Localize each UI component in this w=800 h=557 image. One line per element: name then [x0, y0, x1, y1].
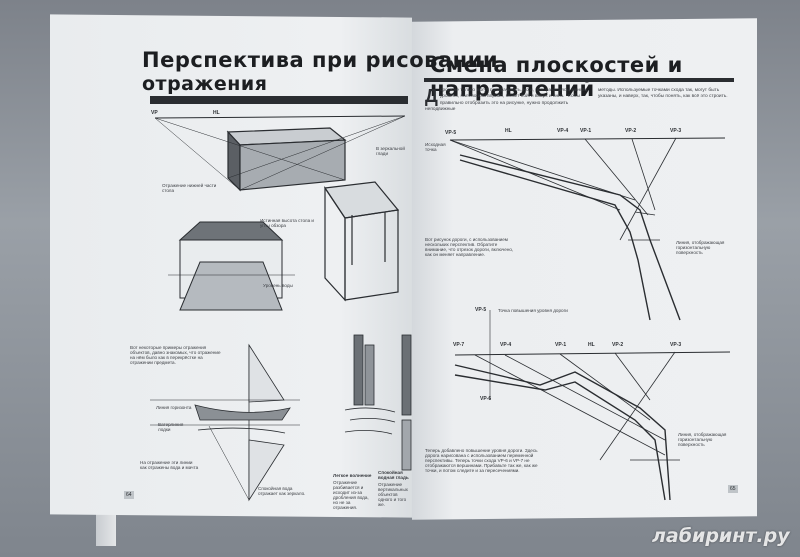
- vp4-label: VP-4: [557, 128, 569, 134]
- caption-note: Вот некоторые примеры отражения объектов…: [130, 345, 221, 365]
- posts-drawing: [344, 334, 412, 471]
- vp5-bottom-label: VP-5: [475, 307, 487, 313]
- visible-height-label: Истинная высота стола и углы обзора: [260, 218, 314, 228]
- choppy-title: Спокойная водная гладь: [378, 470, 409, 480]
- mid-caption: Вот рисунок дороги, с использованием нес…: [425, 237, 514, 257]
- vp3-label: VP-3: [670, 128, 682, 134]
- bottom-caption: Теперь добавлено повышение уровня дороги…: [425, 448, 538, 473]
- table-reflection: [168, 221, 295, 311]
- light-waves-title: Легкое волнение: [333, 473, 372, 478]
- vp2-label: VP-2: [625, 128, 637, 134]
- vp1-bottom-label: VP-1: [555, 342, 567, 348]
- right-title-band: [424, 78, 734, 82]
- hl-right-label: HL: [505, 128, 512, 134]
- right-intro-continued: методы. Используемые точками схода так, …: [598, 88, 728, 100]
- waterline-label: Ватерлиния лодки: [158, 422, 184, 432]
- horizontal-surface-label-2: Линия, отображающая горизонтальную повер…: [678, 432, 727, 447]
- road-diagram-top: [449, 137, 726, 321]
- site-watermark: лабиринт.ру: [652, 525, 790, 547]
- still-water-caption: Спокойная вода отражает как зеркало.: [258, 486, 306, 496]
- reflection-label: Отражение нижней части стола: [162, 183, 217, 193]
- sailboat-drawing: [150, 343, 300, 502]
- road-diagram-bottom: [454, 310, 731, 501]
- intro-text: ороги не только могут поворачивать, но и…: [425, 88, 588, 113]
- water-level-label: Уровень воды: [263, 283, 293, 288]
- light-waves-text: Отражение разбивается и исходит из-за др…: [333, 480, 369, 510]
- box-outline: [323, 181, 400, 302]
- vp3-bottom-label: VP-3: [670, 342, 682, 348]
- vp2-bottom-label: VP-2: [612, 342, 624, 348]
- horizontal-surface-label: Линия, отображающая горизонтальную повер…: [676, 240, 725, 255]
- vp-left-label: VP: [151, 110, 158, 116]
- left-title-band: [150, 96, 408, 104]
- road-point-label: Точка повышения уровня дороги: [498, 308, 568, 313]
- left-page-number: 64: [124, 491, 134, 499]
- box-illustration: [154, 115, 406, 192]
- right-intro-paragraph: Д ороги не только могут поворачивать, но…: [425, 86, 593, 114]
- waterline-caption: На отражение эти линии как отражены вода…: [140, 460, 199, 470]
- choppy-text: Отражение вертикальных объектов одного и…: [378, 482, 408, 507]
- horizon-label: Линия горизонта: [156, 405, 192, 410]
- vanishing-label: Исходная точка: [425, 142, 446, 152]
- water-label: В зеркальной глади: [376, 146, 405, 156]
- hl-left-label: HL: [213, 110, 220, 116]
- dropcap-letter: Д: [425, 86, 438, 106]
- vp1-label: VP-1: [580, 128, 592, 134]
- left-horizon-line: [154, 115, 406, 119]
- vp4-bottom-label: VP-4: [500, 342, 512, 348]
- vp5-label: VP-5: [445, 130, 457, 136]
- hl-bottom-label: HL: [588, 342, 595, 348]
- left-page-title-line2: отражения: [142, 73, 268, 95]
- right-page-number: 65: [728, 485, 738, 493]
- vp7-label: VP-7: [453, 342, 465, 348]
- vp6-label: VP-6: [480, 396, 492, 402]
- left-page-title-line1: Перспектива при рисовании: [142, 48, 499, 72]
